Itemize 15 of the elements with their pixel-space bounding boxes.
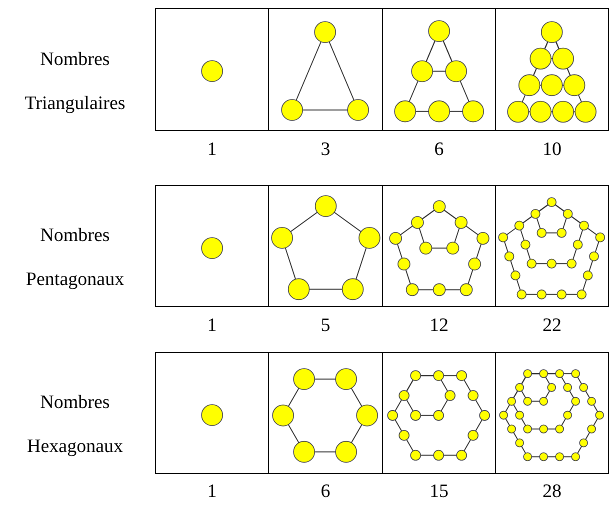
figure-number: 3 [320,139,332,161]
figure-number: 12 [428,315,450,337]
figure-number: 1 [206,481,218,503]
figure-number: 22 [542,315,562,337]
figure-number: 15 [428,481,450,503]
figure-number: 6 [433,139,445,161]
figure-number: 1 [206,139,218,161]
figure-number: 5 [320,315,332,337]
figure-number: 28 [542,481,562,503]
figure-number: 10 [542,139,562,161]
row-heading: Nombres Triangulaires [24,48,126,116]
figure-number: 6 [320,481,332,503]
row-heading: Nombres Pentagonaux [24,224,126,292]
row-heading: Nombres Hexagonaux [26,391,124,459]
figure-number: 1 [206,315,218,337]
